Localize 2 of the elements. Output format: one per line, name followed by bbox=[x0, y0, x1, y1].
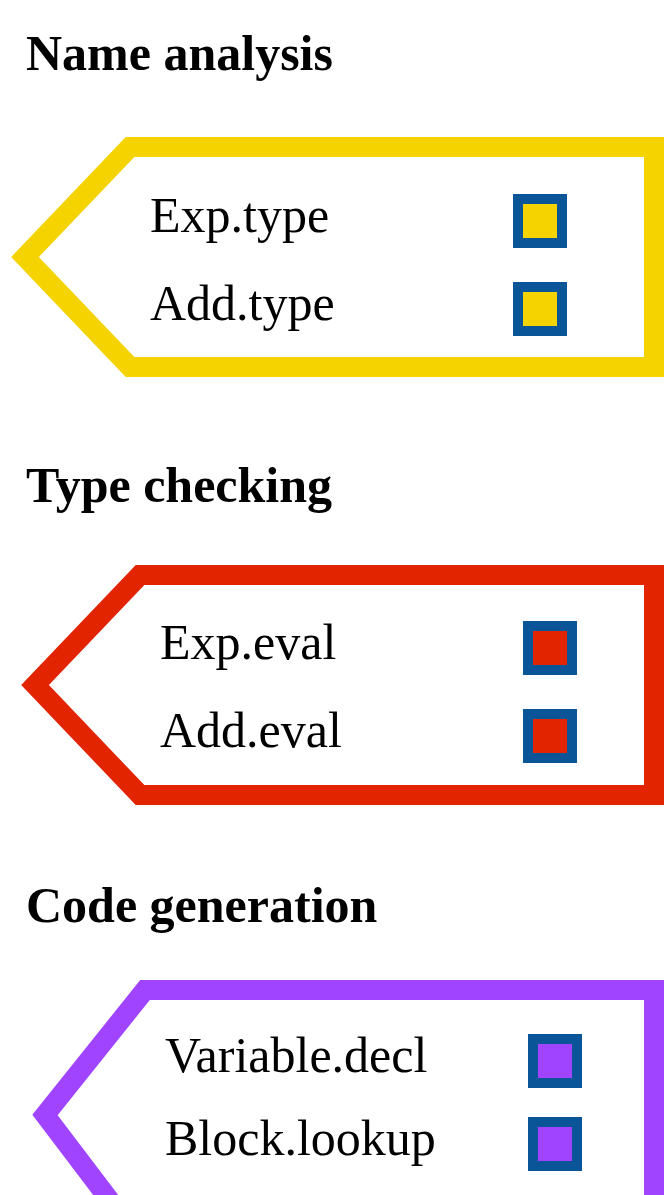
attribute-name: Add.eval bbox=[160, 705, 342, 755]
attribute-name: Variable.decl bbox=[165, 1030, 428, 1080]
